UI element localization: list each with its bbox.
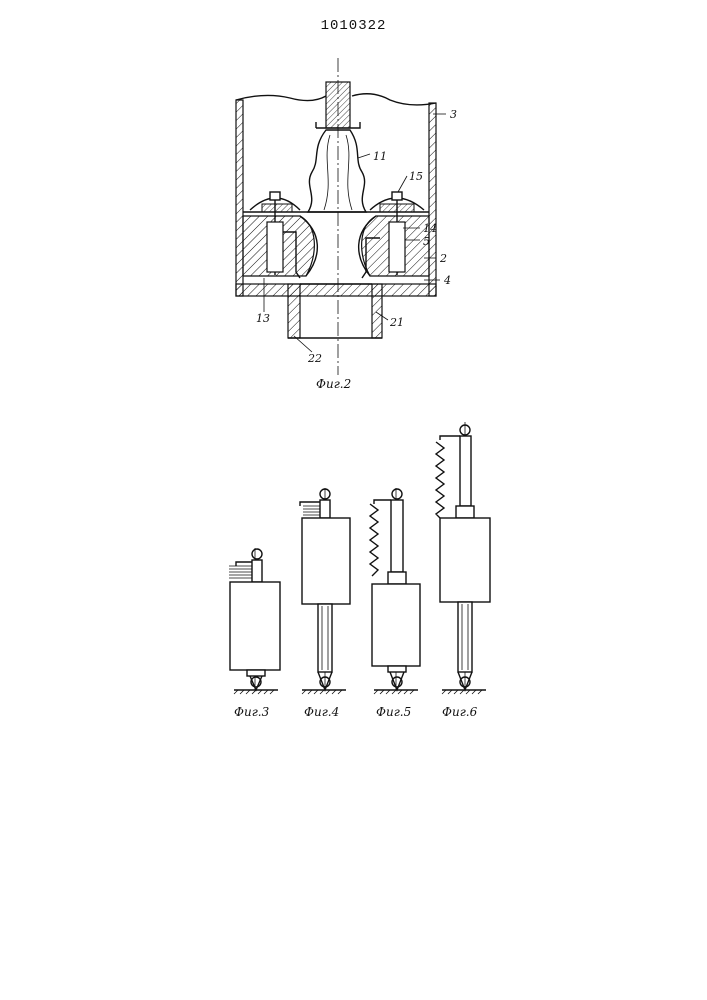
- fig3-drawing: [229, 548, 280, 694]
- label-14: 14: [423, 222, 437, 235]
- label-5: 5: [423, 235, 430, 248]
- fig2-section-view: 3 11 15 14 5 2 4 13 21 22 Фиг.2: [236, 58, 457, 391]
- fig5-drawing: [370, 488, 420, 694]
- fig6-caption: Фиг.6: [442, 705, 478, 719]
- fig4-caption: Фиг.4: [304, 705, 339, 719]
- label-2: 2: [439, 252, 447, 265]
- fig2-caption: Фиг.2: [316, 377, 351, 391]
- casing-left-wall: [236, 100, 243, 296]
- label-15: 15: [409, 170, 423, 183]
- fig6-drawing: [436, 422, 490, 694]
- fig3-caption: Фиг.3: [234, 705, 270, 719]
- fig4-drawing: [300, 488, 350, 694]
- label-13: 13: [256, 312, 270, 325]
- label-22: 22: [307, 352, 322, 365]
- fig5-caption: Фиг.5: [376, 705, 411, 719]
- label-3: 3: [450, 108, 457, 121]
- label-4: 4: [443, 274, 451, 287]
- casing-right-wall: [429, 103, 436, 296]
- label-11: 11: [373, 150, 387, 163]
- label-21: 21: [389, 316, 404, 329]
